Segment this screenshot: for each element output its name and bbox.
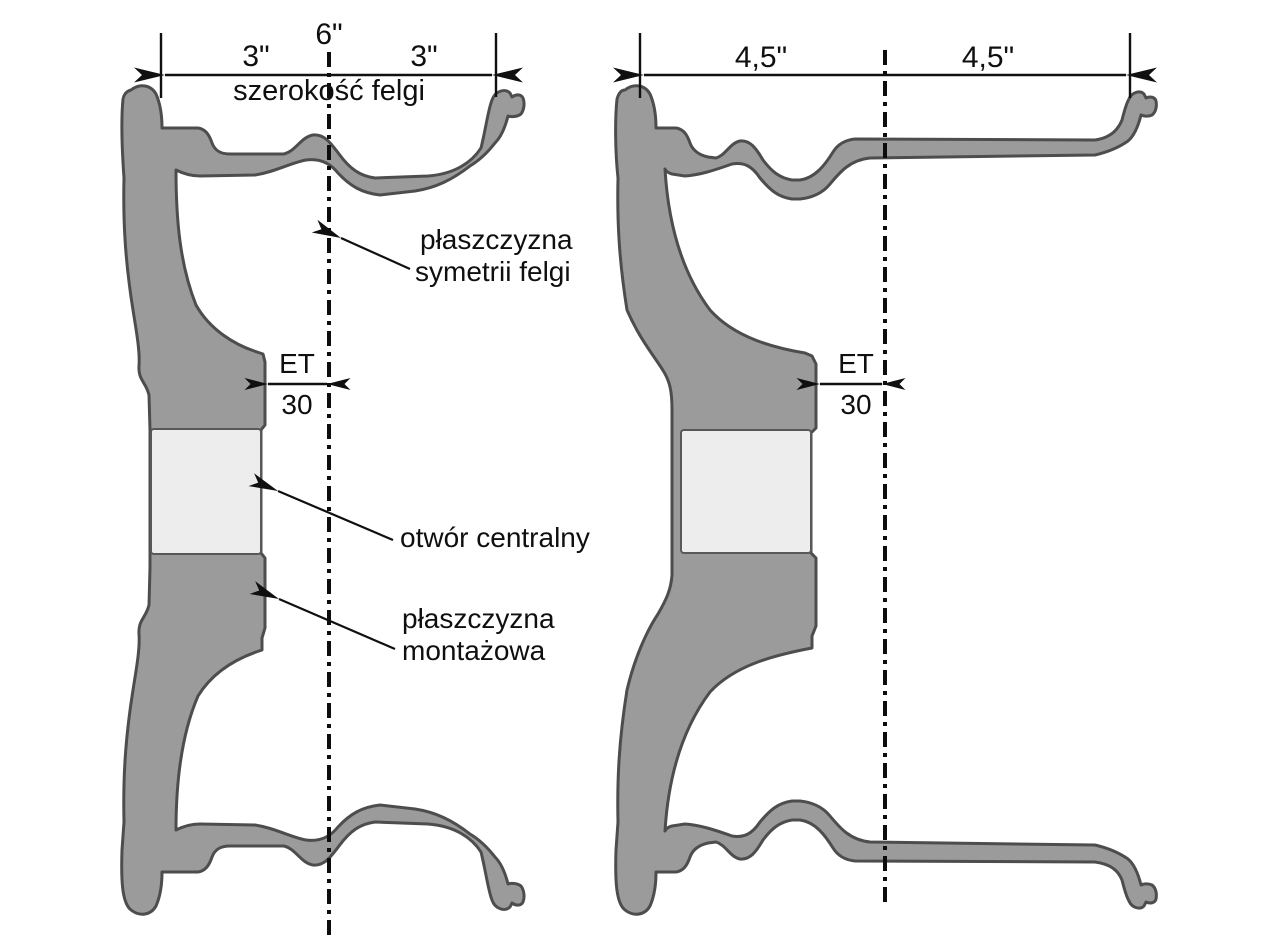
annotation-symmetry-plane: płaszczyzna symetrii felgi [311,219,573,287]
center-bore-label: otwór centralny [400,522,590,553]
right-rim-diagram: 4,5" 4,5" ET 30 [613,33,1158,916]
right-et-label: ET [838,348,874,379]
left-et-label: ET [279,348,315,379]
mounting-plane-label-line2: montażowa [402,635,546,666]
left-half-width-left-label: 3" [242,40,269,73]
left-et-value: 30 [281,389,312,420]
left-rim-diagram: 6" 3" 3" szerokość felgi ET 30 [120,18,526,936]
symmetry-plane-label-line1: płaszczyzna [420,224,573,255]
annotation-center-bore: otwór centralny [248,473,590,553]
right-half-width-right-label: 4,5" [962,41,1014,74]
symmetry-plane-leader [311,219,411,271]
right-center-bore [680,429,812,554]
right-et-value: 30 [840,389,871,420]
center-bore-leader [248,473,394,542]
mounting-plane-leader [249,581,396,651]
left-half-width-right-label: 3" [410,40,437,73]
left-width-caption: szerokość felgi [233,75,425,107]
symmetry-plane-label-line2: symetrii felgi [415,256,571,287]
left-total-width-label: 6" [315,18,342,51]
annotation-mounting-plane: płaszczyzna montażowa [249,581,555,666]
left-center-bore [150,428,262,555]
mounting-plane-label-line1: płaszczyzna [402,603,555,634]
right-half-width-left-label: 4,5" [735,41,787,74]
